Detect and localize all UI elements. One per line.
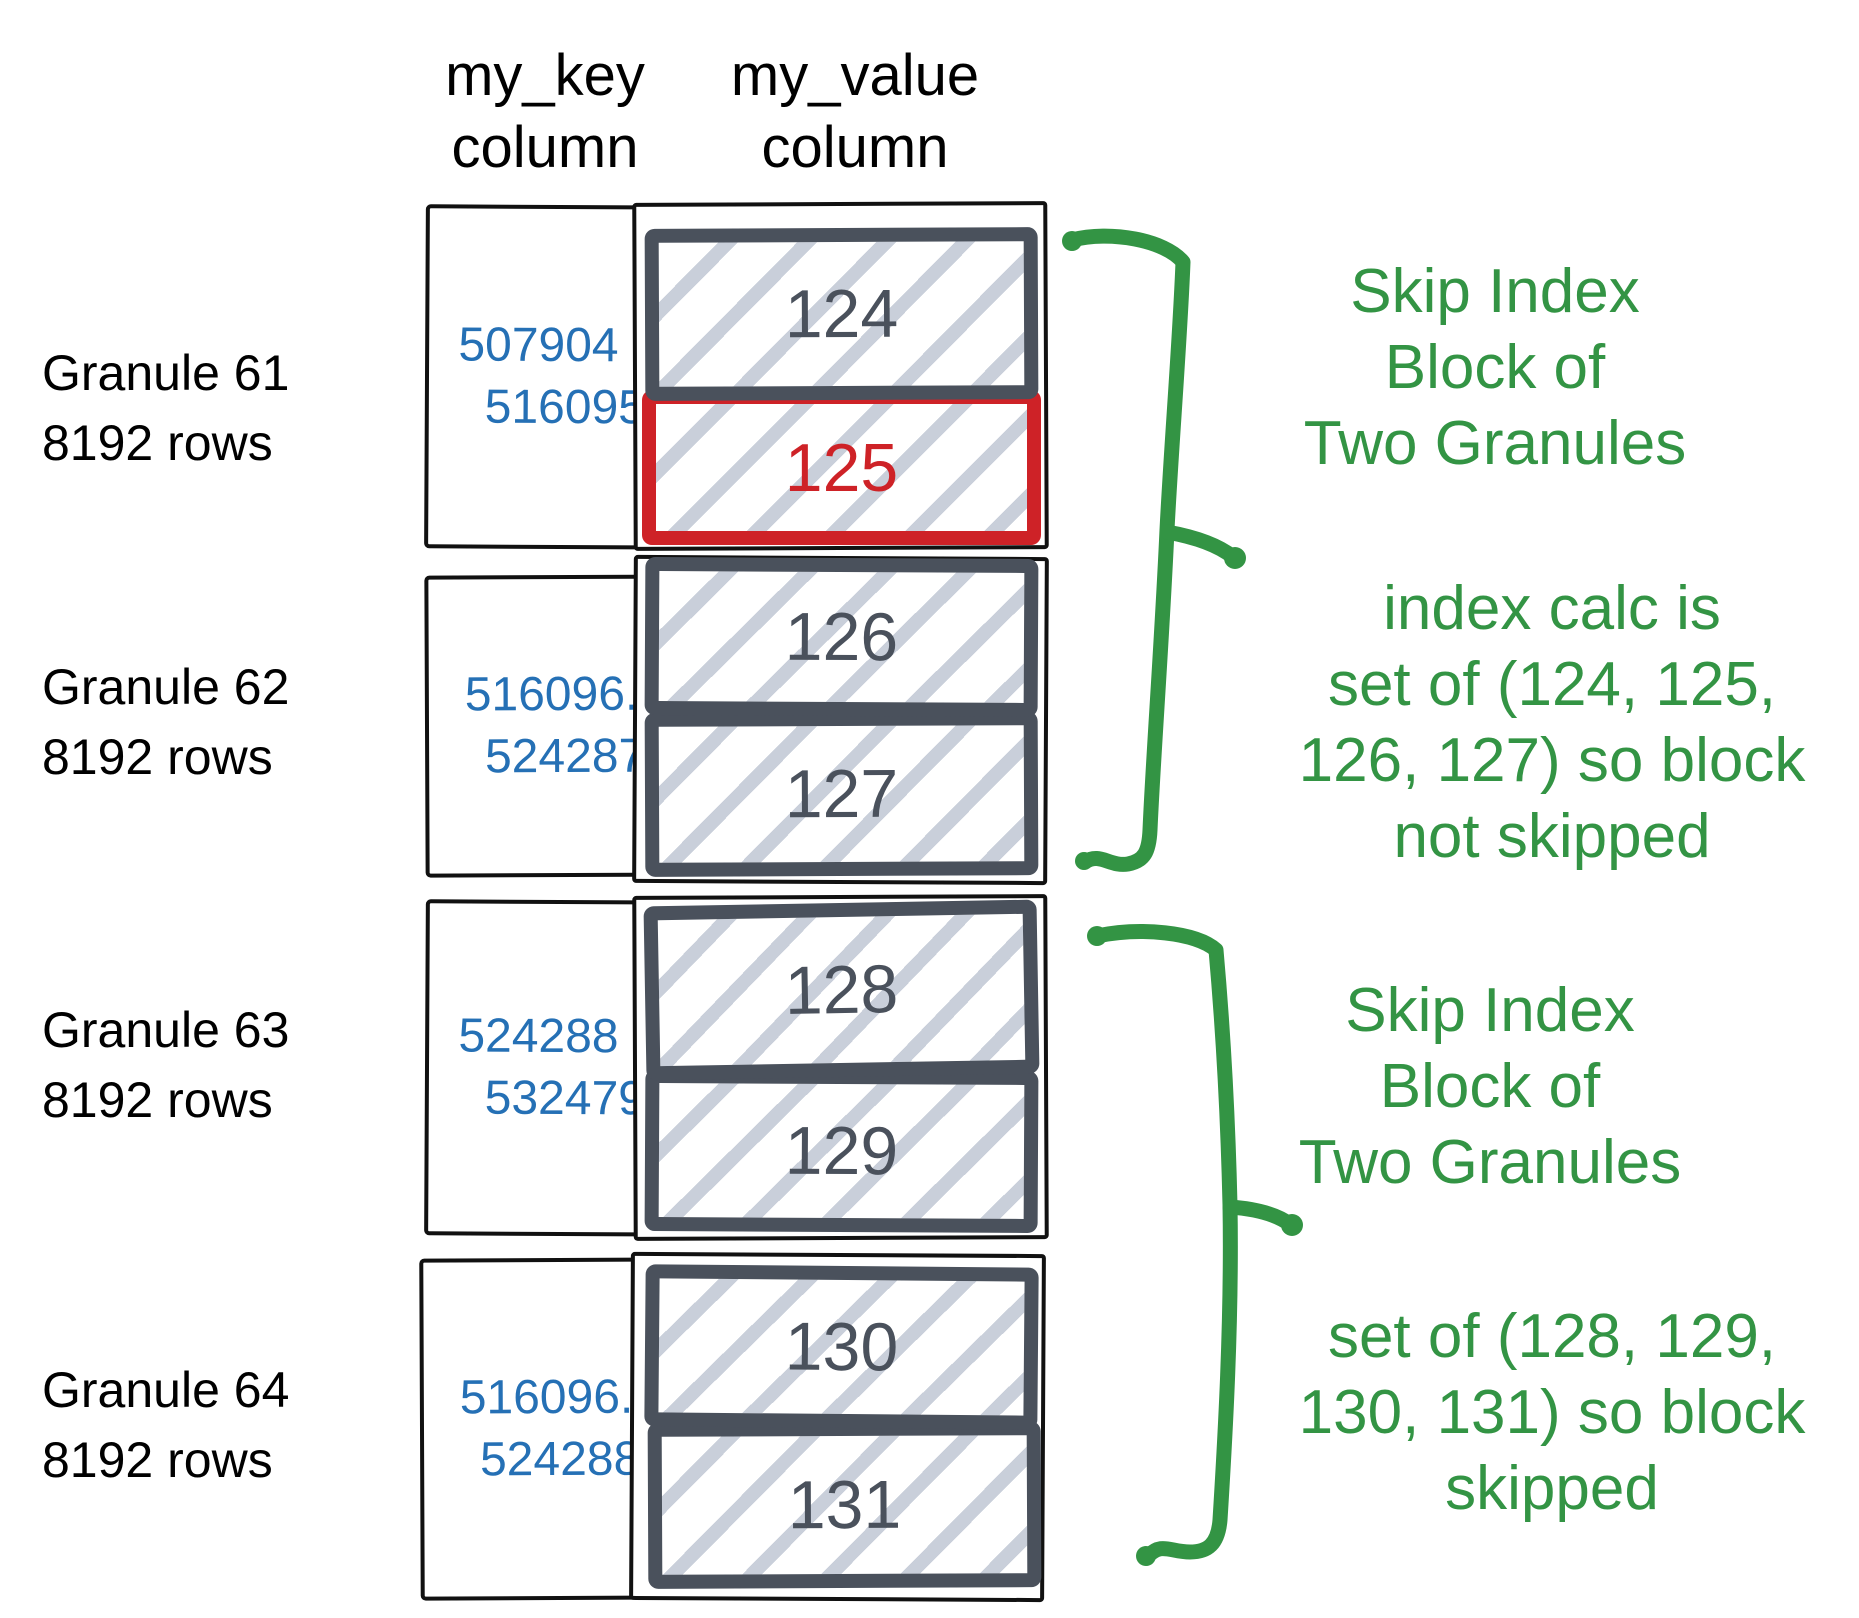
annotation-line: Two Granules bbox=[1298, 1128, 1682, 1197]
annotation-line: Block of bbox=[1384, 333, 1606, 402]
value-column-header-line1: my_value bbox=[730, 43, 980, 108]
value-block-number: 126 bbox=[784, 598, 899, 676]
value-block-number: 131 bbox=[787, 1466, 902, 1544]
annotation-skip-block-1: Skip Index Block of Two Granules bbox=[1304, 254, 1687, 482]
annotation-line: 126, 127) so block bbox=[1298, 726, 1806, 795]
annotation-set-skipped: set of (128, 129, 130, 131) so block ski… bbox=[1299, 1299, 1806, 1527]
granule-63-label: Granule 63 8192 rows bbox=[42, 995, 289, 1135]
key-column-header-line2: column bbox=[451, 115, 639, 180]
granule-name: Granule 62 bbox=[42, 659, 290, 715]
annotation-line: not skipped bbox=[1393, 802, 1711, 871]
value-block-130: 130 bbox=[644, 1264, 1039, 1430]
key-column-header-line1: my_key bbox=[445, 43, 645, 108]
value-block-number: 129 bbox=[784, 1112, 899, 1190]
value-block-127: 127 bbox=[644, 711, 1039, 877]
granule-rows: 8192 rows bbox=[42, 1432, 273, 1488]
value-block-129: 129 bbox=[644, 1068, 1039, 1234]
key-column-header: my_key column bbox=[395, 40, 695, 184]
annotation-line: 130, 131) so block bbox=[1298, 1378, 1806, 1447]
granule-rows: 8192 rows bbox=[42, 1072, 273, 1128]
granule-64-label: Granule 64 8192 rows bbox=[42, 1355, 289, 1495]
brace-granules-63-64 bbox=[1087, 924, 1303, 1566]
annotation-line: Skip Index bbox=[1350, 257, 1640, 326]
annotation-line: Block of bbox=[1379, 1052, 1601, 1121]
value-block-number: 130 bbox=[784, 1308, 899, 1386]
value-block-131: 131 bbox=[647, 1421, 1042, 1589]
annotation-line: set of (128, 129, bbox=[1327, 1302, 1777, 1371]
value-block-125-highlighted: 125 bbox=[642, 390, 1041, 545]
granule-name: Granule 64 bbox=[42, 1362, 290, 1418]
value-column-header-line2: column bbox=[761, 115, 949, 180]
brace-granules-61-62 bbox=[1062, 228, 1246, 872]
annotation-line: set of (124, 125, bbox=[1327, 650, 1777, 719]
value-block-number: 127 bbox=[784, 755, 899, 833]
granule-name: Granule 63 bbox=[42, 1002, 290, 1058]
granule-name: Granule 61 bbox=[42, 345, 290, 401]
annotation-line: index calc is bbox=[1383, 574, 1721, 643]
brace-mid-tick bbox=[1222, 1199, 1299, 1233]
value-block-126: 126 bbox=[644, 556, 1039, 718]
value-block-124: 124 bbox=[644, 227, 1039, 401]
annotation-line: Two Granules bbox=[1303, 409, 1687, 478]
value-block-number: 124 bbox=[784, 275, 899, 353]
granule-62-label: Granule 62 8192 rows bbox=[42, 652, 289, 792]
annotation-line: Skip Index bbox=[1345, 976, 1635, 1045]
annotation-index-calc-not-skipped: index calc is set of (124, 125, 126, 127… bbox=[1299, 571, 1806, 875]
annotation-skip-block-2: Skip Index Block of Two Granules bbox=[1299, 973, 1682, 1201]
granule-rows: 8192 rows bbox=[42, 729, 273, 785]
annotation-line: skipped bbox=[1445, 1454, 1659, 1523]
granule-rows: 8192 rows bbox=[42, 415, 273, 471]
brace-mid-tick bbox=[1159, 524, 1241, 565]
value-column-header: my_value column bbox=[700, 40, 1010, 184]
value-block-128: 128 bbox=[643, 899, 1040, 1081]
value-block-number: 128 bbox=[784, 951, 899, 1029]
granule-61-label: Granule 61 8192 rows bbox=[42, 338, 289, 478]
value-block-number: 125 bbox=[784, 429, 899, 506]
